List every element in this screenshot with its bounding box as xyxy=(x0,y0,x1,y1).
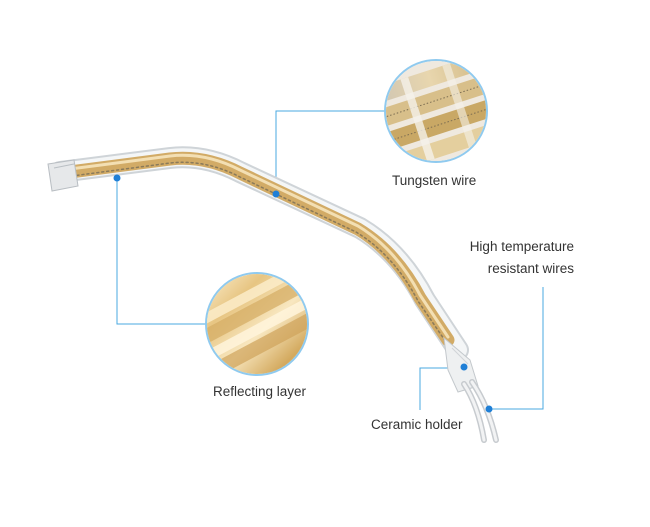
marker-dot-ceramic xyxy=(460,363,468,371)
tungsten-zoom-circle xyxy=(384,59,488,163)
reflecting-zoom-circle xyxy=(205,272,309,376)
high-temp-label-line2: resistant wires xyxy=(487,261,574,276)
gold-reflector-highlight xyxy=(68,153,450,339)
marker-dot-high-temp xyxy=(485,405,493,413)
marker-dot-tungsten xyxy=(272,190,280,198)
left-end-cap xyxy=(47,159,79,192)
gold-reflector xyxy=(63,151,455,347)
reflecting-layer-label: Reflecting layer xyxy=(213,384,307,399)
marker-dot-reflecting xyxy=(113,174,121,182)
leader-line-tungsten xyxy=(275,110,386,192)
leader-line-high-temp xyxy=(489,287,544,410)
high-temp-label-line1: High temperature xyxy=(469,239,574,254)
tungsten-wire-label: Tungsten wire xyxy=(392,173,477,188)
ceramic-holder-label: Ceramic holder xyxy=(371,417,463,432)
leader-line-reflecting xyxy=(116,178,207,325)
tungsten-filament xyxy=(71,161,447,343)
